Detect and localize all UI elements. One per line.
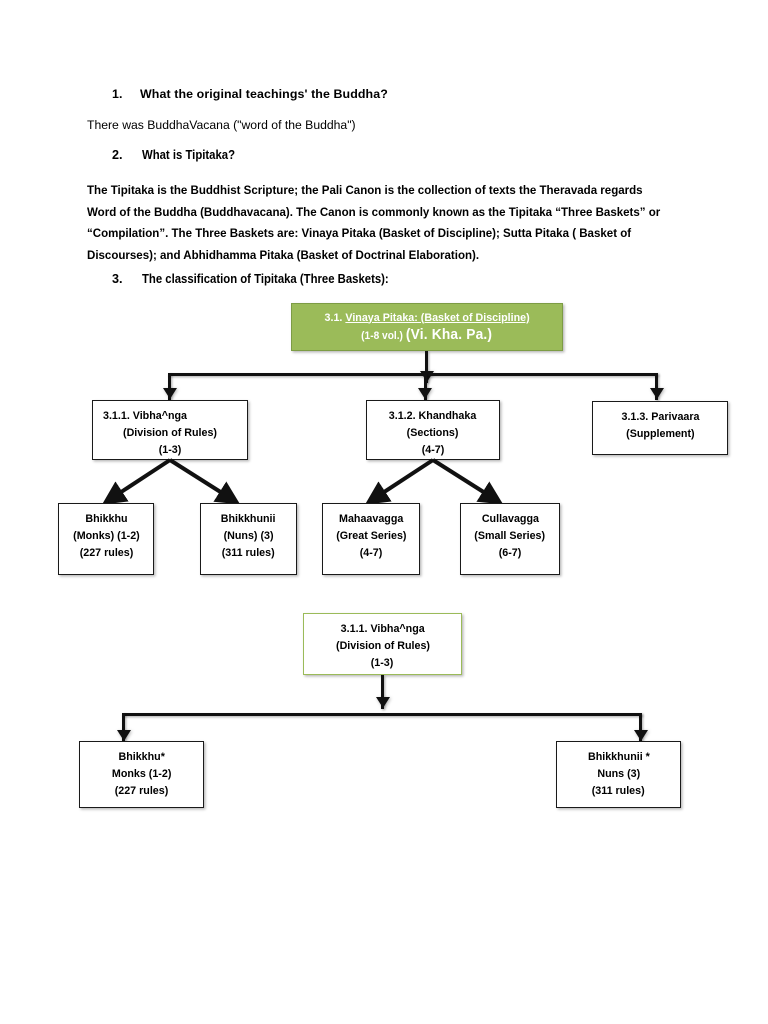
node-vinaya-pitaka-line1: 3.1. Vinaya Pitaka: (Basket of Disciplin… — [324, 310, 529, 327]
question-3-number: 3. — [112, 272, 123, 286]
node-khandhaka[interactable]: 3.1.2. Khandhaka (Sections) (4-7) — [366, 400, 500, 460]
node-cullavagga-line2: (Small Series) — [474, 530, 546, 542]
node-bhikkhunii-line1: Bhikkhunii — [221, 513, 276, 525]
node-bhikkhu[interactable]: Bhikkhu (Monks) (1-2) (227 rules) — [58, 503, 154, 575]
question-1-text: What the original teachings' the Buddha? — [140, 87, 388, 101]
arrowhead-vibhanga-root-down — [375, 697, 390, 708]
arrowhead-level2-right — [649, 388, 664, 399]
node-vibhanga-root-line2: (Division of Rules) — [335, 640, 430, 652]
paragraph-line-4: Discourses); and Abhidhamma Pitaka (Bask… — [87, 247, 480, 262]
paragraph-tipitaka: The Tipitaka is the Buddhist Scripture; … — [87, 180, 747, 266]
connector-bus-right — [655, 373, 659, 400]
node-bhikkhu-star[interactable]: Bhikkhu* Monks (1-2) (227 rules) — [79, 741, 204, 808]
question-1: 1. What the original teachings' the Budd… — [112, 87, 388, 101]
paragraph-line-2: Word of the Buddha (Buddhavacana). The C… — [87, 204, 661, 219]
question-2: 2. What is Tipitaka? — [112, 148, 245, 162]
node-bhikkhunii-star-line2: Nuns (3) — [597, 768, 640, 780]
connector-bus-bottom — [122, 713, 642, 717]
node-bhikkhu-star-line1: Bhikkhu* — [118, 751, 165, 763]
node-bhikkhunii-line2: (Nuns) (3) — [223, 530, 274, 542]
node-vinaya-pitaka-title: Vinaya Pitaka: (Basket of Discipline) — [345, 311, 530, 324]
question-3: 3. The classification of Tipitaka (Three… — [112, 272, 416, 286]
paragraph-line-3: “Compilation”. The Three Baskets are: Vi… — [87, 226, 632, 240]
node-parivaara[interactable]: 3.1.3. Parivaara (Supplement) — [592, 401, 728, 455]
node-bhikkhunii[interactable]: Bhikkhunii (Nuns) (3) (311 rules) — [200, 503, 297, 575]
node-bhikkhu-line1: Bhikkhu — [84, 513, 128, 525]
connector-bus-left — [168, 373, 172, 400]
node-bhikkhu-line3: (227 rules) — [79, 547, 133, 559]
question-2-number: 2. — [112, 148, 123, 162]
node-bhikkhu-star-line2: Monks (1-2) — [111, 768, 172, 780]
node-bhikkhunii-star-line1: Bhikkhunii * — [587, 751, 650, 763]
question-2-text: What is Tipitaka? — [142, 148, 236, 162]
arrowhead-level2-left — [162, 388, 177, 399]
connector-khandhaka-children — [364, 458, 504, 505]
node-bhikkhunii-star[interactable]: Bhikkhunii * Nuns (3) (311 rules) — [556, 741, 681, 808]
question-3-text: The classification of Tipitaka (Three Ba… — [142, 272, 389, 286]
node-bhikkhunii-star-line3: (311 rules) — [592, 785, 645, 797]
node-vinaya-pitaka-abbrev: (Vi. Kha. Pa.) — [406, 326, 493, 343]
connector-bottom-left — [122, 713, 126, 741]
answer-1-text: There was BuddhaVacana ("word of the Bud… — [87, 118, 356, 132]
node-vibhanga-root[interactable]: 3.1.1. Vibha^nga (Division of Rules) (1-… — [303, 613, 462, 675]
connector-root-down — [425, 351, 429, 383]
arrowhead-bottom-right — [633, 730, 648, 741]
node-mahaavagga-line3: (4-7) — [359, 547, 383, 559]
node-khandhaka-line2: (Sections) — [407, 427, 459, 439]
question-1-number: 1. — [112, 87, 123, 101]
connector-vibhanga-children — [101, 458, 241, 505]
node-cullavagga-line1: Cullavagga — [481, 513, 539, 525]
node-bhikkhunii-line3: (311 rules) — [222, 547, 275, 559]
node-vinaya-pitaka[interactable]: 3.1. Vinaya Pitaka: (Basket of Disciplin… — [291, 303, 563, 351]
connector-bottom-right — [639, 713, 643, 741]
paragraph-line-1: The Tipitaka is the Buddhist Scripture; … — [87, 183, 643, 197]
node-vibhanga-line1: 3.1.1. Vibha^nga — [103, 410, 188, 422]
node-vinaya-pitaka-number: 3.1. — [324, 311, 343, 324]
node-mahaavagga-line2: (Great Series) — [335, 530, 407, 542]
node-bhikkhu-line2: (Monks) (1-2) — [72, 530, 140, 542]
node-cullavagga[interactable]: Cullavagga (Small Series) (6-7) — [460, 503, 560, 575]
node-khandhaka-line1: 3.1.2. Khandhaka — [389, 410, 477, 422]
connector-vibhanga-root-down — [381, 675, 385, 709]
node-bhikkhu-star-line3: (227 rules) — [114, 785, 169, 797]
node-khandhaka-line3: (4-7) — [421, 444, 445, 456]
node-mahaavagga[interactable]: Mahaavagga (Great Series) (4-7) — [322, 503, 420, 575]
node-vibhanga-line3: (1-3) — [158, 444, 182, 456]
node-vibhanga-root-line1: 3.1.1. Vibha^nga — [340, 623, 425, 635]
node-vibhanga-root-line3: (1-3) — [371, 657, 394, 669]
node-vinaya-pitaka-line2: (1-8 vol.) (Vi. Kha. Pa.) — [362, 327, 493, 345]
connector-bus-mid — [423, 373, 427, 400]
node-vinaya-pitaka-volume: (1-8 vol.) — [361, 329, 404, 342]
node-cullavagga-line3: (6-7) — [498, 547, 522, 559]
node-vibhanga-line2: (Division of Rules) — [123, 427, 217, 439]
arrowhead-bottom-left — [116, 730, 131, 741]
node-vibhanga[interactable]: 3.1.1. Vibha^nga (Division of Rules) (1-… — [92, 400, 248, 460]
node-parivaara-line2: (Supplement) — [625, 428, 695, 440]
connector-bus-level2 — [168, 373, 658, 377]
node-parivaara-line1: 3.1.3. Parivaara — [621, 411, 699, 423]
node-mahaavagga-line1: Mahaavagga — [338, 513, 404, 525]
arrowhead-level2-mid — [418, 388, 432, 399]
